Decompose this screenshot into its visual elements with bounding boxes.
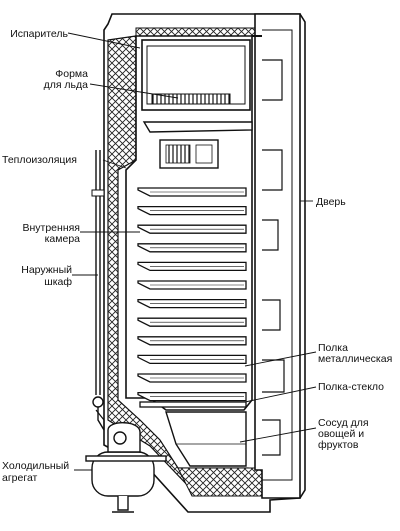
shelf-stack	[137, 187, 247, 408]
door-panel	[254, 13, 301, 499]
label-metal-shelf-line2: металлическая	[318, 353, 393, 365]
label-crisper-line1: Сосуд для	[318, 417, 369, 429]
label-refrigeration-unit-line2: агрегат	[2, 472, 38, 484]
label-metal-shelf-line1: Полка	[318, 342, 348, 354]
label-crisper-line2: овощей и	[318, 428, 365, 440]
door-bins	[262, 59, 285, 456]
label-inner-chamber-line2: камера	[44, 233, 80, 245]
label-evaporator: Испаритель	[10, 28, 68, 40]
inner-chamber-liner	[125, 35, 253, 411]
label-outer-cabinet-line1: Наружный	[21, 264, 72, 276]
label-ice-tray-line1: Форма	[55, 68, 88, 80]
label-insulation: Теплоизоляция	[2, 154, 77, 166]
label-glass-shelf: Полка-стекло	[318, 381, 385, 393]
label-crisper-line3: фруктов	[318, 439, 359, 451]
compressor-unit	[85, 422, 167, 513]
insulation-layer	[107, 35, 249, 491]
drip-tray	[142, 121, 253, 133]
label-refrigeration-unit-line1: Холодильный	[2, 460, 70, 472]
crisper-drawer	[165, 411, 247, 467]
leader-lines	[67, 32, 317, 471]
condenser-pipe	[95, 150, 101, 395]
label-inner-chamber-line1: Внутренняя	[22, 222, 80, 234]
label-ice-tray-line2: для льда	[43, 79, 88, 91]
ice-tray	[151, 93, 231, 105]
evaporator-box	[141, 39, 251, 111]
label-outer-cabinet-line2: шкаф	[44, 276, 72, 288]
glass-shelf	[139, 401, 247, 408]
label-door: Дверь	[316, 196, 346, 208]
insulation-bottom	[177, 467, 263, 497]
insulation-top	[135, 27, 256, 37]
